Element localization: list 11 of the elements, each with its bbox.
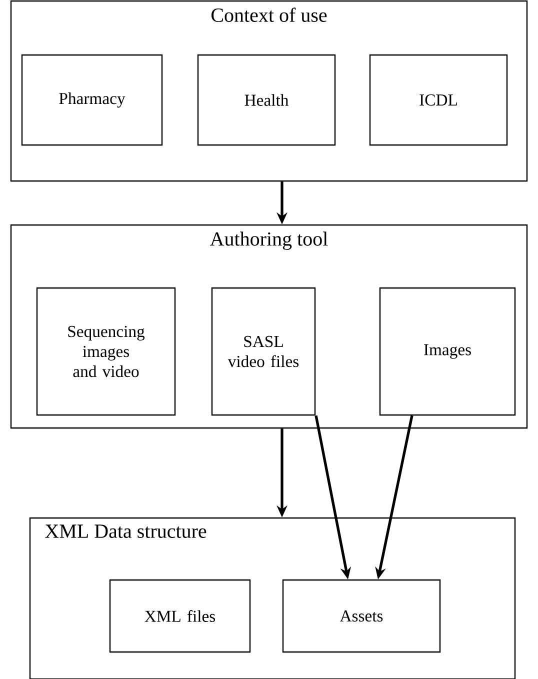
process-box: Pharmacy [21, 54, 163, 146]
process-box: Sequencing images and video [36, 287, 176, 416]
process-box: Health [197, 54, 336, 146]
process-box: ICDL [369, 54, 508, 146]
process-box: XML files [109, 579, 251, 653]
process-box: SASL video files [211, 287, 316, 416]
box-heading: XML Data structure [45, 524, 206, 538]
box-heading: Authoring tool [210, 232, 328, 250]
process-box: Assets [282, 579, 441, 653]
box-heading: Context of use [212, 8, 327, 22]
process-box: Images [379, 287, 516, 416]
